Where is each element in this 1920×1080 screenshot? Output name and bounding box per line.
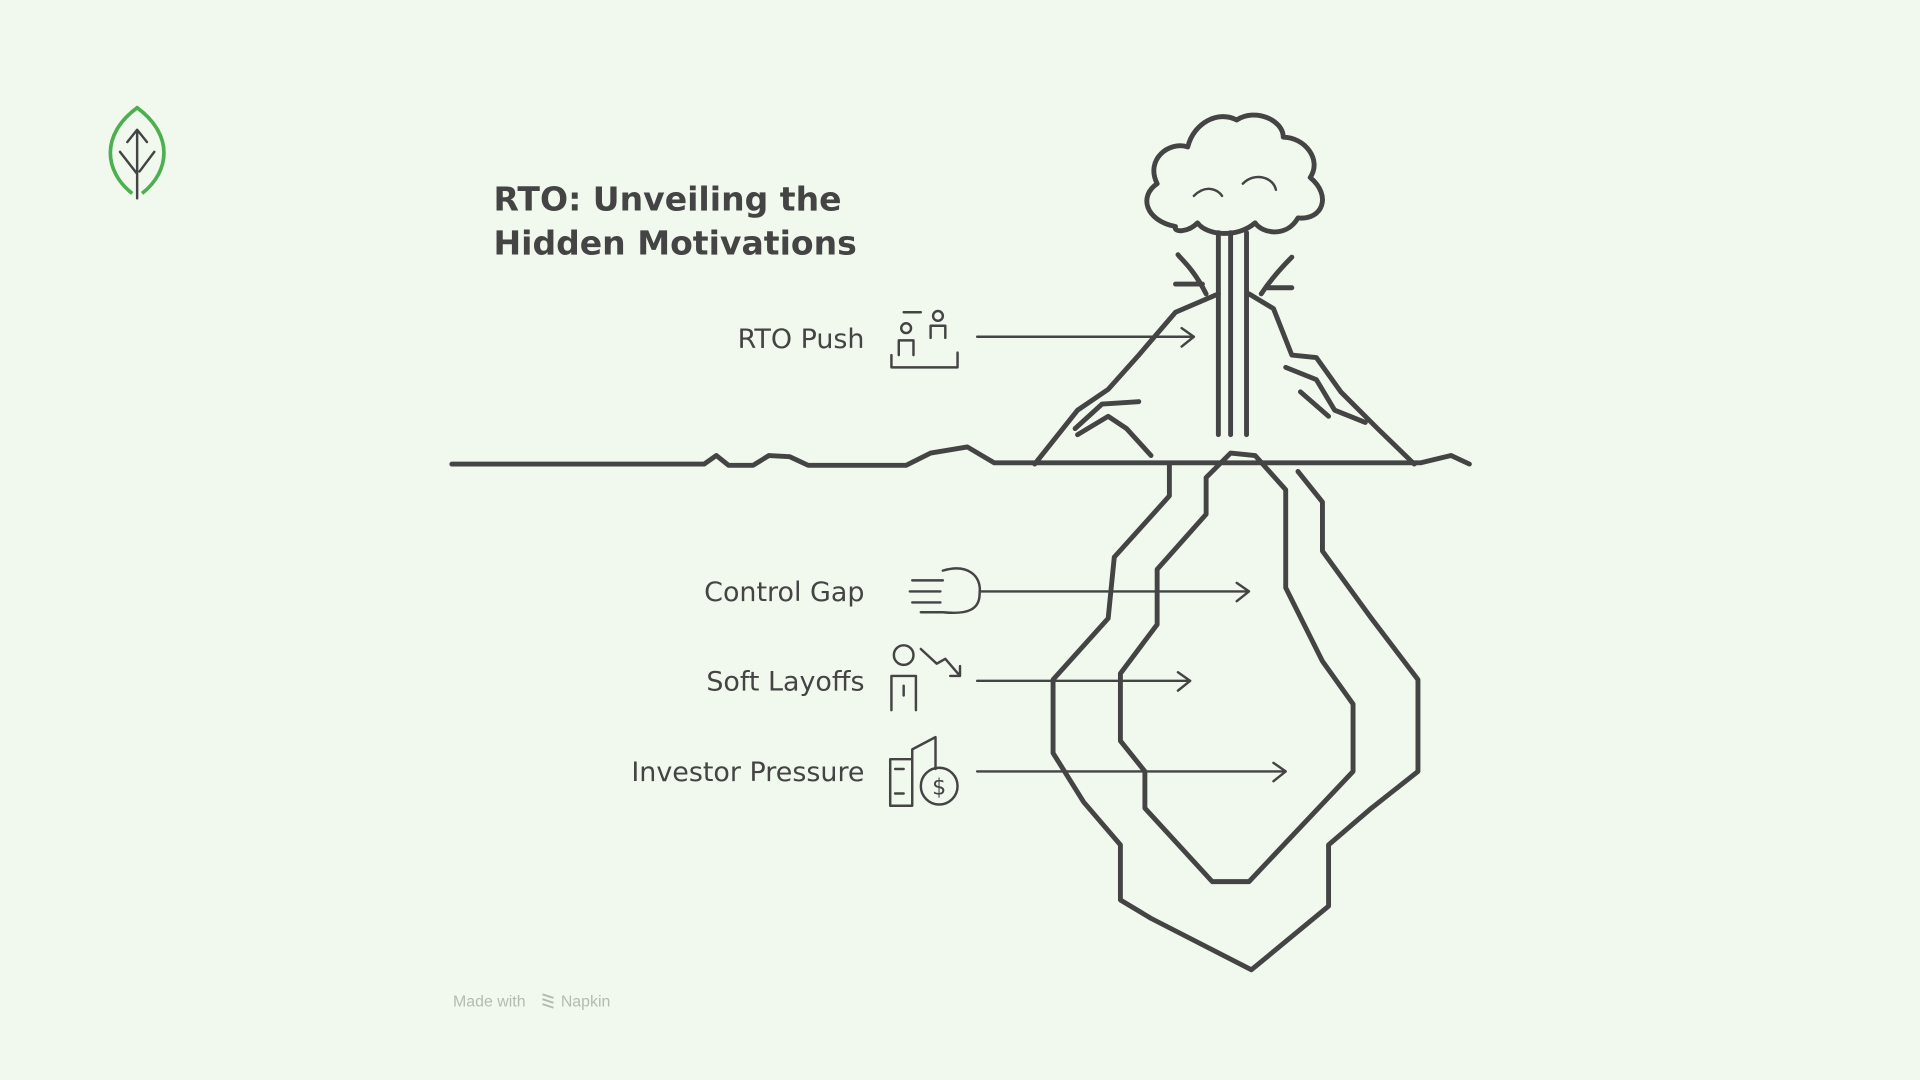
title-line-2: Hidden Motivations — [493, 224, 856, 263]
footer-brand[interactable]: Napkin — [561, 994, 611, 1011]
item-control-gap: Control Gap — [704, 567, 1251, 615]
napkin-logo-icon — [542, 993, 554, 1009]
person-decline-icon — [890, 644, 962, 712]
item-label: Soft Layoffs — [706, 667, 864, 698]
leaf-logo-icon — [108, 105, 166, 200]
underground-inner — [1117, 450, 1356, 885]
office-people-icon — [890, 309, 959, 369]
item-label: Control Gap — [704, 577, 864, 608]
item-investor-pressure: Investor Pressure $ — [631, 735, 1287, 807]
arrow — [975, 326, 1196, 348]
volcano — [1032, 112, 1417, 467]
arrow — [975, 761, 1287, 783]
svg-text:$: $ — [932, 776, 946, 801]
building-dollar-icon: $ — [888, 735, 959, 807]
arrow — [975, 671, 1192, 692]
item-soft-layoffs: Soft Layoffs — [706, 644, 1192, 712]
water-line — [449, 444, 1472, 468]
arrow — [978, 581, 1251, 603]
fist-icon — [908, 567, 981, 615]
item-rto-push: RTO Push — [738, 309, 1196, 369]
underground-outer — [1050, 461, 1421, 973]
item-label: RTO Push — [738, 324, 865, 355]
footer-made-with: Made with — [453, 994, 526, 1011]
item-label: Investor Pressure — [631, 757, 864, 788]
title-line-1: RTO: Unveiling the — [493, 180, 841, 219]
